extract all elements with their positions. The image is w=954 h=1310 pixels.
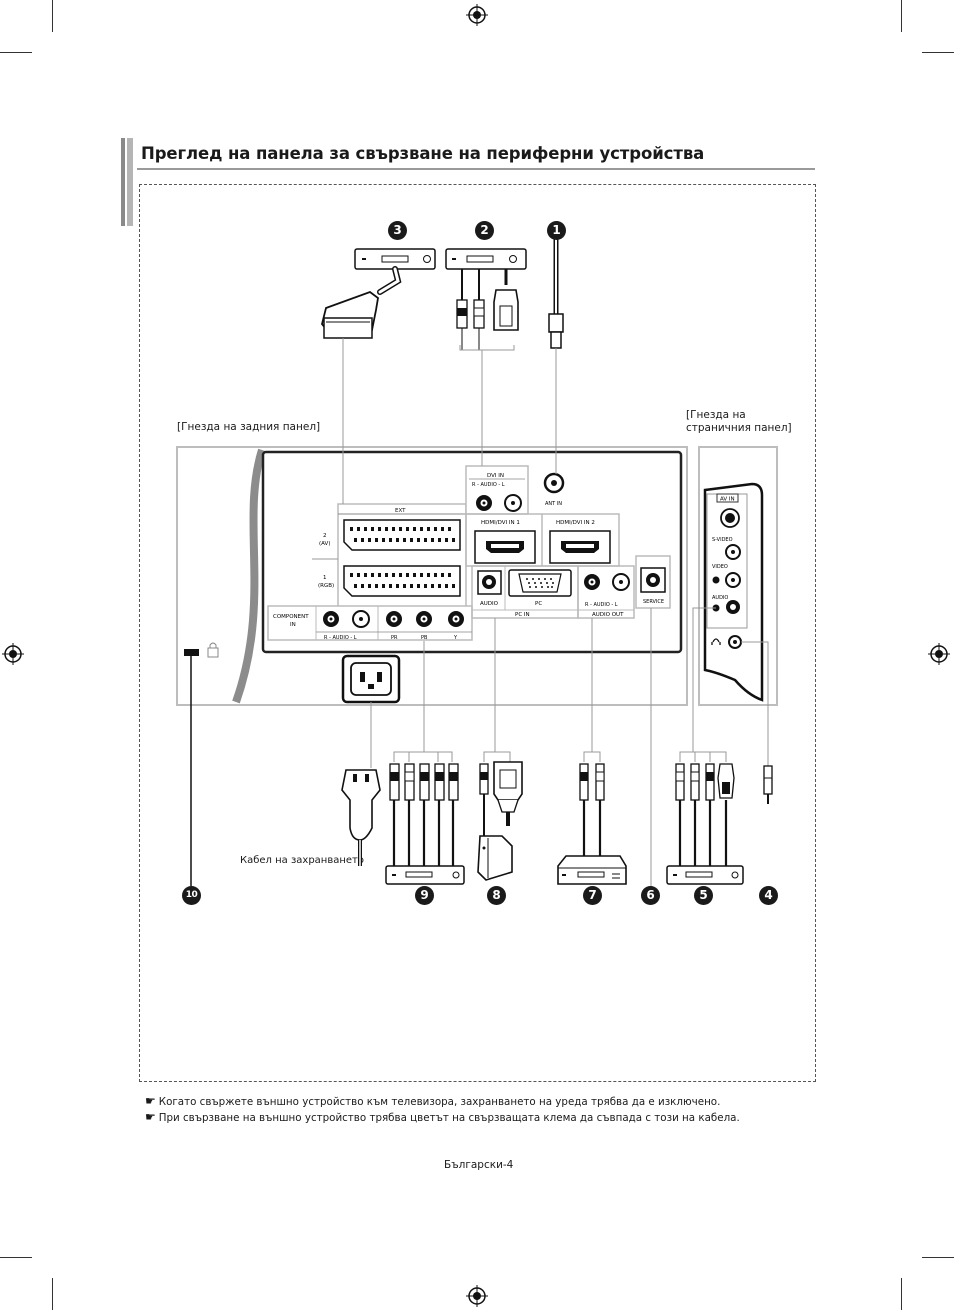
badge-1: 1 xyxy=(547,221,566,240)
component-in-label: COMPONENT xyxy=(273,614,309,620)
crop-mark xyxy=(901,0,902,32)
badge-3: 3 xyxy=(388,221,407,240)
diagram-frame xyxy=(139,184,816,1082)
audio-out-lr-label: R - AUDIO - L xyxy=(585,602,618,608)
hdmi1-label: HDMI/DVI IN 1 xyxy=(481,520,520,526)
pb-label: PB xyxy=(421,635,428,641)
av-in-label: AV IN xyxy=(720,497,735,503)
service-label: SERVICE xyxy=(643,599,664,605)
note-2: ☛При свързване на външно устройство тряб… xyxy=(145,1110,740,1124)
badge-6: 6 xyxy=(641,886,660,905)
ext-av-num: 2 xyxy=(323,533,327,539)
registration-mark-icon xyxy=(2,643,24,665)
note-text: При свързване на външно устройство трябв… xyxy=(158,1112,740,1124)
badge-8: 8 xyxy=(487,886,506,905)
pc-in-label: PC IN xyxy=(515,612,530,618)
crop-mark xyxy=(901,1278,902,1310)
power-cable-label: Кабел на захранването xyxy=(240,855,364,866)
comp-audio-label: R - AUDIO - L xyxy=(324,635,357,641)
title-accent-bar xyxy=(121,138,133,226)
pc-label: PC xyxy=(535,601,542,607)
hdmi2-label: HDMI/DVI IN 2 xyxy=(556,520,595,526)
pr-label: PR xyxy=(391,635,398,641)
crop-mark xyxy=(52,1278,53,1310)
dvi-audio-label: R - AUDIO - L xyxy=(472,482,505,488)
ext-label: EXT xyxy=(395,508,406,514)
side-panel-label-line1: [Гнезда на xyxy=(686,409,746,421)
badge-9: 9 xyxy=(415,886,434,905)
ext-rgb: (RGB) xyxy=(318,583,334,589)
component-in-label-2: IN xyxy=(290,622,296,628)
badge-4: 4 xyxy=(759,886,778,905)
crop-mark xyxy=(922,1257,954,1258)
page-title: Преглед на панела за свързване на перифе… xyxy=(141,144,705,163)
badge-10: 10 xyxy=(182,886,201,905)
registration-mark-icon xyxy=(466,1285,488,1307)
badge-2: 2 xyxy=(475,221,494,240)
badge-5: 5 xyxy=(694,886,713,905)
badge-7: 7 xyxy=(583,886,602,905)
registration-mark-icon xyxy=(466,4,488,26)
audio-label: AUDIO xyxy=(480,601,499,607)
pointing-hand-icon: ☛ xyxy=(145,1094,156,1108)
note-1: ☛Когато свържете външно устройство към т… xyxy=(145,1094,720,1108)
pointing-hand-icon: ☛ xyxy=(145,1110,156,1124)
ant-in-label: ANT IN xyxy=(545,501,562,507)
crop-mark xyxy=(0,52,32,53)
note-text: Когато свържете външно устройство към те… xyxy=(158,1096,721,1108)
rear-panel-label: [Гнезда на задния панел] xyxy=(177,421,321,433)
ext-rgb-num: 1 xyxy=(323,575,327,581)
page-number: Български-4 xyxy=(444,1159,514,1171)
audio-out-label: AUDIO OUT xyxy=(592,612,624,618)
crop-mark xyxy=(0,1257,32,1258)
crop-mark xyxy=(922,52,954,53)
title-rule xyxy=(137,168,815,170)
s-video-label: S-VIDEO xyxy=(712,537,733,543)
registration-mark-icon xyxy=(928,643,950,665)
crop-mark xyxy=(52,0,53,32)
video-label: VIDEO xyxy=(712,564,728,570)
ext-av: (AV) xyxy=(319,541,330,547)
side-audio-label: AUDIO xyxy=(712,595,728,601)
y-label: Y xyxy=(453,635,458,641)
dvi-in-label: DVI IN xyxy=(487,473,504,479)
side-panel-label-line2: страничния панел] xyxy=(686,422,792,434)
